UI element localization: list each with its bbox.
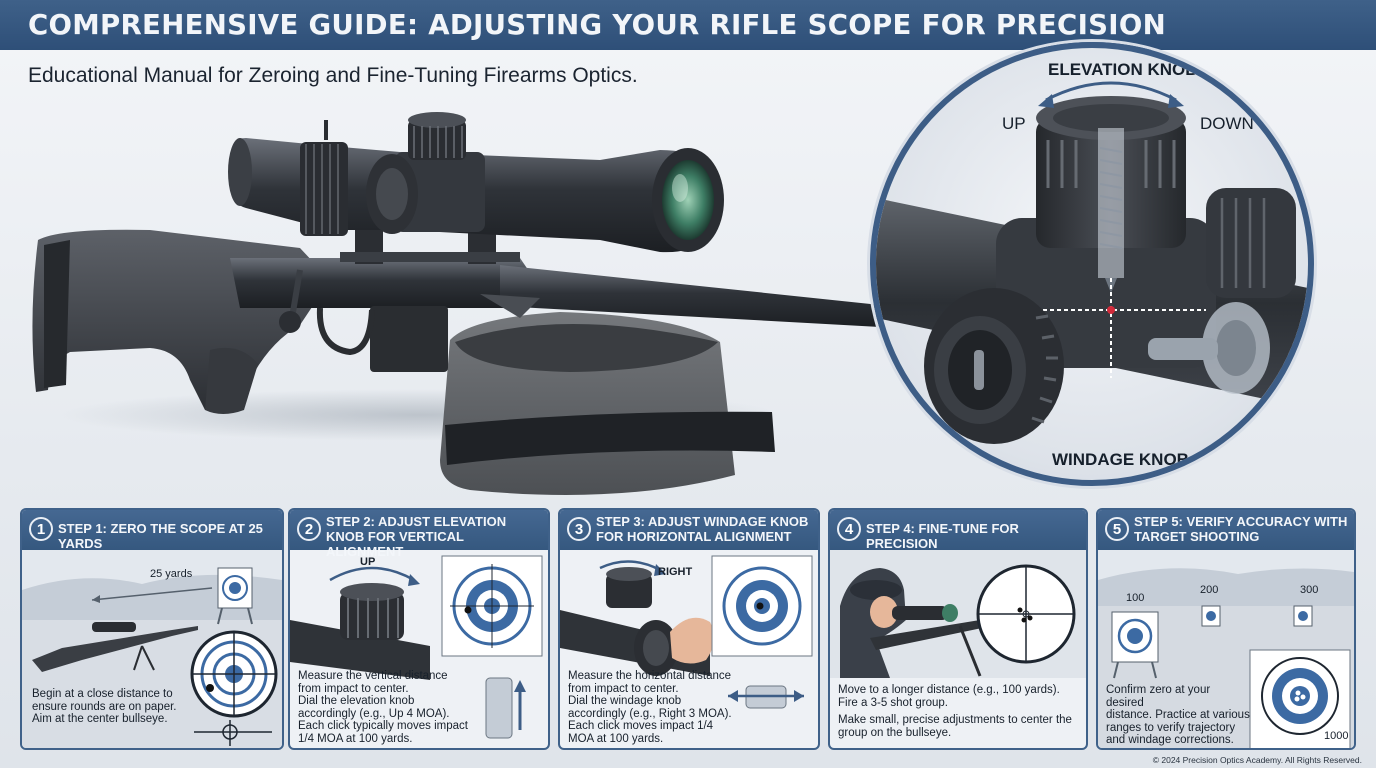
elevation-knob-label: ELEVATION KNOB	[1048, 60, 1198, 79]
step-4-title: Step 4: Fine-Tune for Precision	[866, 521, 1019, 551]
step-3-line-2: from impact to center.	[568, 682, 679, 695]
step-3-direction-label: RIGHT	[658, 566, 693, 578]
step-2-line-2: from impact to center.	[298, 682, 409, 695]
step-5-number: 5	[1105, 517, 1129, 541]
step-4-header: 4 Step 4: Fine-Tune for Precision	[830, 510, 1086, 551]
step-5-range-200: 200	[1200, 584, 1219, 596]
step-5-range-1000: 1000	[1324, 730, 1349, 742]
step-2-direction-label: UP	[360, 556, 376, 568]
step-1-header: 1 Step 1: Zero the Scope at 25 Yards	[22, 510, 282, 551]
step-3-header: 3 Step 3: Adjust Windage Knob for Horizo…	[560, 510, 818, 550]
header-banner: Comprehensive Guide: Adjusting Your Rifl…	[0, 0, 1376, 50]
step-1-number: 1	[29, 517, 53, 541]
up-label: UP	[1002, 114, 1026, 133]
step-2-panel: 2 Step 2: Adjust Elevation Knob for Vert…	[288, 508, 550, 750]
step-3-text: Measure the horizontal distance from imp…	[568, 670, 758, 745]
step-5-line-1: Confirm zero at your desired	[1106, 684, 1211, 709]
windage-knob-label: WINDAGE KNOB	[1052, 450, 1189, 469]
step-2-line-1: Measure the vertical distance	[298, 670, 448, 682]
step-5-text: Confirm zero at your desired distance. P…	[1106, 684, 1250, 747]
rifle-illustration	[0, 80, 900, 510]
step-1-title: Step 1: Zero the Scope at 25 Yards	[58, 521, 263, 551]
step-4-panel: 4 Step 4: Fine-Tune for Precision Move t…	[828, 508, 1088, 750]
step-3-line-5: Each click moves impact 1/4	[568, 720, 714, 732]
step-2-scene	[290, 555, 543, 739]
step-4-line-3: Make small, precise adjustments to cente…	[838, 714, 1072, 726]
step-5-scene	[1098, 550, 1354, 748]
step-2-number: 2	[297, 517, 321, 541]
step-1-line-2: ensure rounds are on paper.	[32, 700, 177, 713]
step-1-line-1: Begin at a close distance to	[32, 688, 173, 700]
step-1-scene	[22, 550, 282, 748]
step-1-text: Begin at a close distance to ensure roun…	[32, 688, 192, 726]
step-2-text: Measure the vertical distance from impac…	[298, 670, 488, 745]
step-5-header: 5 Step 5: Verify Accuracy with Target Sh…	[1098, 510, 1354, 550]
turret-detail-callout: ELEVATION KNOB UP DOWN WINDAGE KNOB	[870, 42, 1314, 486]
step-2-line-6: 1/4 MOA at 100 yards.	[298, 732, 413, 745]
step-5-range-300: 300	[1300, 584, 1319, 596]
step-2-header: 2 Step 2: Adjust Elevation Knob for Vert…	[290, 510, 548, 559]
step-3-title: Step 3: Adjust Windage Knob for Horizont…	[596, 514, 809, 544]
step-3-number: 3	[567, 517, 591, 541]
step-1-distance-label: 25 yards	[150, 568, 193, 580]
shooting-bag	[440, 312, 775, 495]
step-3-panel: 3 Step 3: Adjust Windage Knob for Horizo…	[558, 508, 820, 750]
copyright-footer: © 2024 Precision Optics Academy. All Rig…	[1152, 755, 1362, 765]
step-2-line-5: Each click typically moves impact	[298, 720, 468, 732]
step-5-panel: 5 Step 5: Verify Accuracy with Target Sh…	[1096, 508, 1356, 750]
step-5-line-3: ranges to verify trajectory	[1106, 721, 1236, 734]
step-2-line-3: Dial the elevation knob	[298, 695, 415, 707]
elevation-knob-drawing	[1036, 96, 1186, 293]
step-4-line-2: Fire a 3-5 shot group.	[838, 696, 948, 709]
step-1-panel: 1 Step 1: Zero the Scope at 25 Yards 25	[20, 508, 284, 750]
step-3-scene	[560, 555, 813, 709]
step-2-line-4: accordingly (e.g., Up 4 MOA).	[298, 707, 450, 720]
step-5-title: Step 5: Verify Accuracy with Target Shoo…	[1134, 514, 1348, 544]
down-label: DOWN	[1200, 114, 1254, 133]
step-5-range-100: 100	[1126, 592, 1145, 604]
step-3-line-6: MOA at 100 yards.	[568, 732, 664, 745]
windage-knob-drawing	[924, 288, 1064, 444]
step-5-line-4: and windage corrections.	[1106, 734, 1234, 746]
page-subtitle: Educational Manual for Zeroing and Fine-…	[28, 64, 638, 87]
page-title: Comprehensive Guide: Adjusting Your Rifl…	[28, 8, 1166, 41]
step-3-line-3: Dial the windage knob	[568, 695, 682, 707]
step-5-line-2: distance. Practice at various	[1106, 709, 1250, 721]
step-1-line-3: Aim at the center bullseye.	[32, 713, 168, 725]
step-4-line-4: group on the bullseye.	[838, 726, 952, 739]
step-3-line-1: Measure the horizontal distance	[568, 670, 732, 682]
step-4-scene	[830, 550, 1086, 678]
step-4-line-1: Move to a longer distance (e.g., 100 yar…	[838, 684, 1060, 696]
step-4-number: 4	[837, 517, 861, 541]
step-4-text: Move to a longer distance (e.g., 100 yar…	[838, 684, 1082, 739]
step-3-line-4: accordingly (e.g., Right 3 MOA).	[568, 707, 732, 720]
step-2-title: Step 2: Adjust Elevation Knob for Vertic…	[326, 514, 507, 559]
